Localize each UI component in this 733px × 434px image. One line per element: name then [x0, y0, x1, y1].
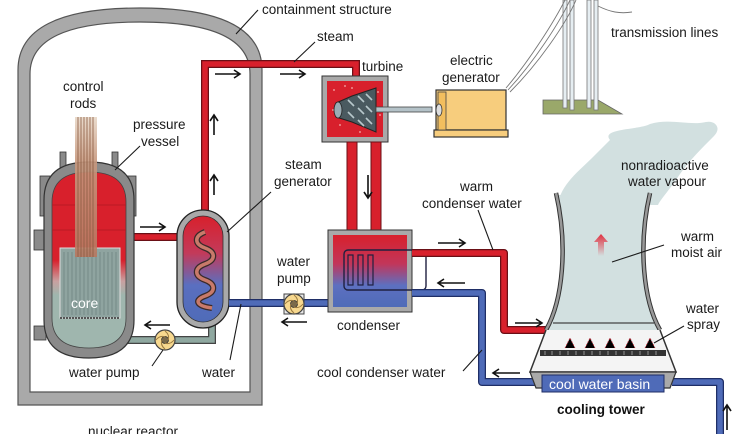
water-pump-primary-icon: [154, 329, 176, 351]
reactor-core: [59, 247, 121, 319]
label-moist-air-line1: warm: [680, 229, 714, 244]
condenser: [327, 229, 427, 313]
exhaust-pipes: [346, 141, 382, 235]
label-core: core: [71, 295, 98, 311]
label-vapour-line2: water vapour: [627, 174, 707, 189]
label-pressure-vessel-line2: vessel: [141, 134, 179, 149]
label-warm-condenser-water-line2: condenser water: [422, 196, 522, 211]
label-water: water: [201, 365, 236, 380]
label-water-pump-primary: water pump: [68, 365, 140, 380]
label-moist-air-line2: moist air: [671, 245, 723, 260]
label-cool-water-basin: cool water basin: [549, 376, 650, 392]
label-steam-generator-line2: generator: [274, 174, 332, 189]
label-electric-generator-line2: generator: [442, 70, 500, 85]
electric-generator: [433, 89, 509, 138]
water-pump-secondary-icon: [283, 293, 305, 315]
label-pressure-vessel-line1: pressure: [133, 117, 186, 132]
label-warm-condenser-water-line1: warm: [459, 179, 493, 194]
label-transmission-lines: transmission lines: [611, 25, 719, 40]
steam-generator: [176, 209, 230, 329]
label-vapour-line1: nonradioactive: [621, 158, 709, 173]
label-steam-generator-line1: steam: [285, 157, 322, 172]
label-water-pump-secondary-line1: water: [276, 254, 311, 269]
transmission-tower: [505, 0, 633, 115]
label-water-spray-line2: spray: [687, 317, 720, 332]
label-cool-condenser-water: cool condenser water: [317, 365, 446, 380]
control-rods: [75, 117, 97, 257]
label-nuclear-reactor: nuclear reactor: [88, 424, 179, 434]
label-containment-structure: containment structure: [262, 2, 392, 17]
label-cooling-tower: cooling tower: [557, 402, 645, 417]
label-turbine: turbine: [362, 59, 403, 74]
label-water-spray-line1: water: [685, 301, 720, 316]
leader-lines: [114, 9, 685, 372]
cool-condenser-water-pipe: [412, 289, 724, 434]
steam-pipe: [201, 60, 360, 222]
turbine: [321, 75, 433, 143]
label-steam: steam: [317, 29, 354, 44]
label-control-rods-line1: control: [63, 79, 104, 94]
label-condenser: condenser: [337, 318, 401, 333]
label-electric-generator-line1: electric: [450, 53, 493, 68]
labels: containment structure steam turbine elec…: [63, 2, 723, 434]
label-control-rods-line2: rods: [70, 96, 97, 111]
label-water-pump-secondary-line2: pump: [277, 271, 311, 286]
cooling-tower: [528, 121, 718, 393]
flow-arrows: [140, 69, 732, 430]
